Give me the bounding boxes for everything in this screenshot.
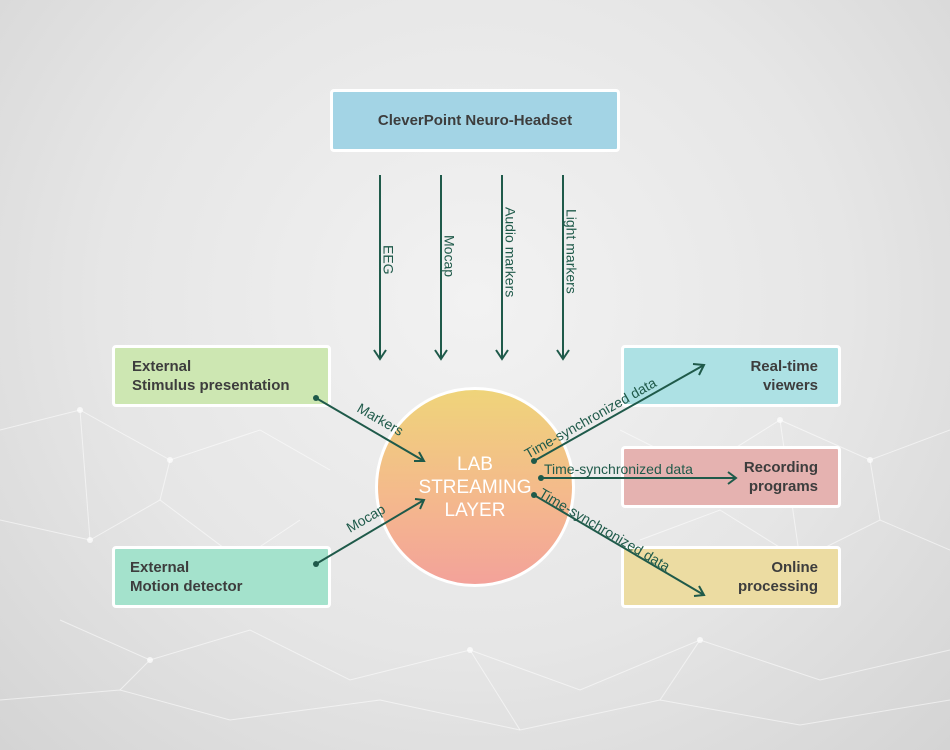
to-online-label: Time-synchronized data: [536, 485, 673, 574]
lsl-label-line-1: LAB: [457, 453, 493, 475]
audio-markers-label: Audio markers: [502, 207, 518, 297]
to-recording-label: Time-synchronized data: [544, 461, 693, 477]
light-markers-arrow: [556, 175, 570, 361]
eeg-arrow: [373, 175, 387, 361]
motion-label-line-2: Motion detector: [130, 578, 243, 595]
markers-arrow: [313, 395, 426, 462]
to-recording-arrow: [538, 471, 738, 485]
to-viewers-label: Time-synchronized data: [522, 374, 660, 461]
stimulus-label-line-2: Stimulus presentation: [132, 377, 290, 394]
mocap-headset-arrow: [434, 175, 448, 361]
to-online-arrow: [531, 492, 706, 597]
realtime-viewers-node: Real-time viewers: [621, 345, 841, 407]
recording-label-line-2: programs: [748, 478, 818, 495]
stimulus-label-line-1: External: [132, 358, 192, 375]
lsl-label-line-3: LAYER: [444, 499, 506, 521]
viewers-label-line-1: Real-time: [750, 358, 818, 375]
markers-label: Markers: [355, 400, 407, 439]
motion-label-line-1: External: [130, 559, 190, 576]
mocap-headset-label: Mocap: [441, 235, 457, 277]
mocap-motion-label: Mocap: [344, 501, 389, 536]
audio-markers-arrow: [495, 175, 509, 361]
recording-label-line-1: Recording: [743, 459, 818, 476]
viewers-label-line-2: viewers: [762, 377, 818, 394]
lsl-label-line-2: STREAMING: [418, 476, 532, 498]
lab-streaming-layer-hub: LAB STREAMING LAYER: [375, 387, 575, 587]
stimulus-presentation-node: External Stimulus presentation: [112, 345, 331, 407]
online-label-line-1: Online: [771, 559, 818, 576]
online-label-line-2: processing: [737, 578, 818, 595]
headset-label: CleverPoint Neuro-Headset: [377, 112, 573, 129]
headset-node: CleverPoint Neuro-Headset: [330, 89, 620, 152]
motion-detector-node: External Motion detector: [112, 546, 331, 608]
light-markers-label: Light markers: [563, 209, 579, 294]
online-processing-node: Online processing: [621, 546, 841, 608]
to-viewers-arrow: [531, 363, 706, 464]
eeg-label: EEG: [380, 245, 396, 275]
mocap-motion-arrow: [313, 498, 426, 567]
